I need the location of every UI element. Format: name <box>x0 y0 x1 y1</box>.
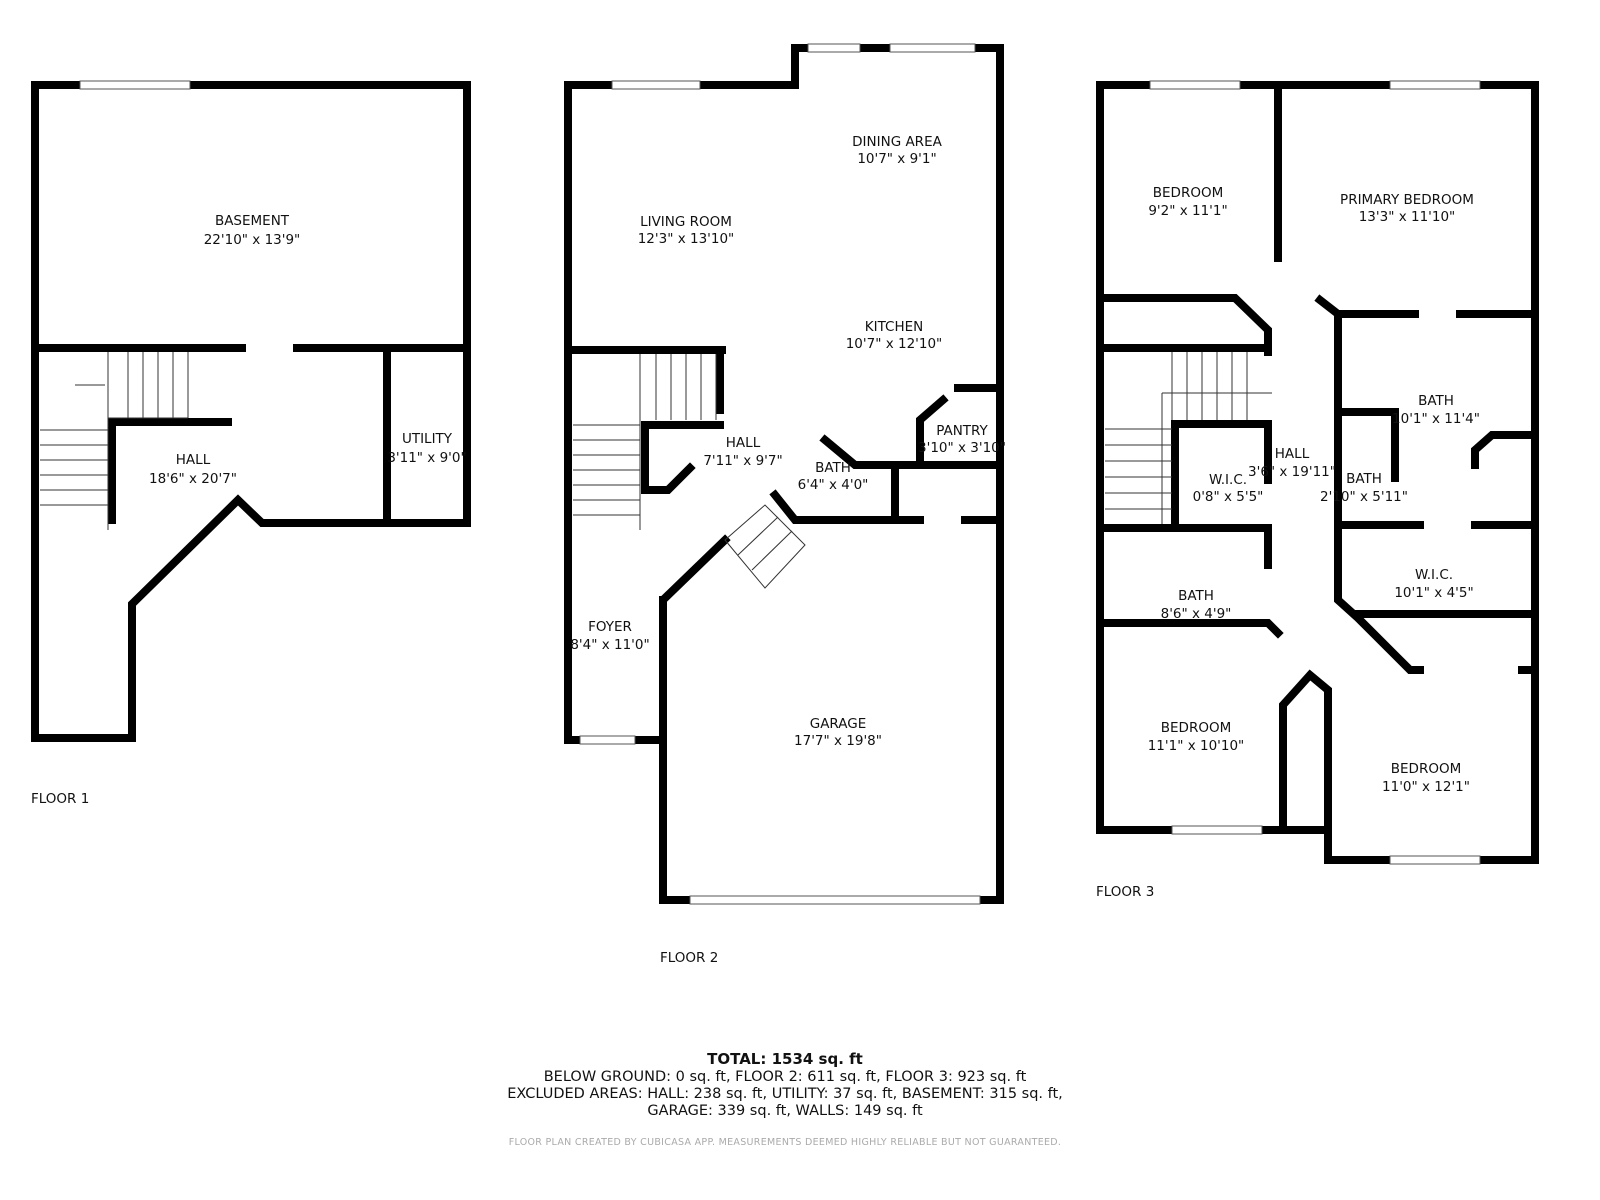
window <box>1149 80 1241 90</box>
room-size: 9'2" x 11'1" <box>1148 203 1227 219</box>
floor-label: FLOOR 3 <box>1096 884 1154 900</box>
window <box>1389 80 1481 90</box>
front-door[interactable] <box>579 735 636 745</box>
room-name: BATH <box>1418 393 1454 409</box>
room-name: FOYER <box>588 619 632 635</box>
wall <box>1096 619 1284 639</box>
floor-1-outer-wall <box>31 81 471 742</box>
wall <box>769 489 924 524</box>
room-name: BATH <box>815 460 851 476</box>
room-name: BASEMENT <box>215 213 290 229</box>
room-size: 6'4" x 4'0" <box>798 477 869 493</box>
floor-3-outer-wall <box>1096 81 1539 864</box>
room-size: 11'1" x 10'10" <box>1148 738 1245 754</box>
wall <box>1096 294 1272 356</box>
wall <box>916 394 949 469</box>
room-name: UTILITY <box>402 431 453 447</box>
stairs <box>573 354 806 589</box>
area-breakdown: BELOW GROUND: 0 sq. ft, FLOOR 2: 611 sq.… <box>543 1069 1027 1085</box>
room-name: W.I.C. <box>1415 567 1453 583</box>
wall <box>108 418 232 524</box>
room-size: 10'7" x 9'1" <box>857 151 936 167</box>
room-size: 8'6" x 4'9" <box>1161 606 1232 622</box>
room-name: GARAGE <box>810 716 867 732</box>
room-name: HALL <box>176 452 211 468</box>
room-size: 7'11" x 9'7" <box>703 453 782 469</box>
wall <box>1471 431 1532 469</box>
room-name: DINING AREA <box>852 134 942 150</box>
room-name: BEDROOM <box>1161 720 1231 736</box>
room-size: 3'11" x 9'0" <box>387 450 466 466</box>
room-name: HALL <box>1275 446 1310 462</box>
room-name: W.I.C. <box>1209 472 1247 488</box>
room-name: PANTRY <box>936 423 988 439</box>
window <box>889 43 976 53</box>
room-size: 17'7" x 19'8" <box>794 733 882 749</box>
room-name: HALL <box>726 435 761 451</box>
floor-2-outer-wall <box>564 44 1004 904</box>
wall <box>819 434 1004 469</box>
room-size: 18'6" x 20'7" <box>149 471 237 487</box>
garage-door[interactable] <box>689 895 981 905</box>
room-name: LIVING ROOM <box>640 214 732 230</box>
room-name: BEDROOM <box>1153 185 1223 201</box>
wall <box>1171 420 1272 532</box>
room-size: 2'10" x 5'11" <box>1320 489 1408 505</box>
room-name: KITCHEN <box>865 319 924 335</box>
window <box>1389 855 1481 865</box>
window <box>1171 825 1263 835</box>
room-size: 3'6" x 19'11" <box>1248 464 1336 480</box>
room-size: 22'10" x 13'9" <box>204 232 301 248</box>
floor-3-plan: BEDROOM 9'2" x 11'1" PRIMARY BEDROOM 13'… <box>1096 80 1539 900</box>
window <box>807 43 861 53</box>
floor-label: FLOOR 2 <box>660 950 718 966</box>
floor-1-plan: BASEMENT 22'10" x 13'9" HALL 18'6" x 20'… <box>31 80 471 807</box>
floor-2-plan: DINING AREA 10'7" x 9'1" LIVING ROOM 12'… <box>564 43 1006 966</box>
room-size: 3'10" x 3'10" <box>918 440 1006 456</box>
room-size: 10'1" x 11'4" <box>1392 411 1480 427</box>
room-size: 10'1" x 4'5" <box>1394 585 1473 601</box>
stairs <box>1105 352 1272 524</box>
excluded-areas: EXCLUDED AREAS: HALL: 238 sq. ft, UTILIT… <box>507 1086 1063 1102</box>
floor-label: FLOOR 1 <box>31 791 89 807</box>
total-area: TOTAL: 1534 sq. ft <box>707 1050 863 1068</box>
stairs <box>40 352 189 530</box>
wall <box>1334 408 1399 482</box>
room-size: 13'3" x 11'10" <box>1359 209 1456 225</box>
wall <box>1279 669 1332 834</box>
room-size: 12'3" x 13'10" <box>638 231 735 247</box>
room-size: 10'7" x 12'10" <box>846 336 943 352</box>
room-size: 0'8" x 5'5" <box>1193 489 1264 505</box>
disclaimer: FLOOR PLAN CREATED BY CUBICASA APP. MEAS… <box>508 1137 1062 1148</box>
room-name: PRIMARY BEDROOM <box>1340 192 1474 208</box>
room-name: BEDROOM <box>1391 761 1461 777</box>
room-name: BATH <box>1178 588 1214 604</box>
excluded-areas-cont: GARAGE: 339 sq. ft, WALLS: 149 sq. ft <box>647 1103 923 1119</box>
room-name: BATH <box>1346 471 1382 487</box>
window <box>611 80 701 90</box>
wall <box>641 421 724 494</box>
window <box>79 80 191 90</box>
room-size: 11'0" x 12'1" <box>1382 779 1470 795</box>
wall <box>1096 524 1272 569</box>
room-size: 8'4" x 11'0" <box>570 637 649 653</box>
